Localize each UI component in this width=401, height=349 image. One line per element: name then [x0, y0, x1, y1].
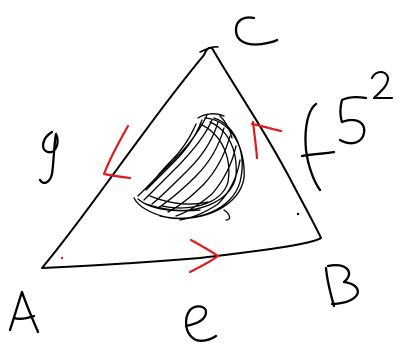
dot-left — [60, 256, 64, 260]
dot-right — [296, 212, 300, 216]
label-side-a — [38, 130, 59, 184]
red-mark-right — [250, 120, 283, 160]
label-side-e — [184, 305, 218, 342]
label-exponent-base — [338, 96, 368, 145]
label-b — [324, 263, 359, 308]
triangle-outline — [41, 46, 322, 269]
label-c — [234, 16, 279, 46]
red-mark-bottom — [188, 238, 220, 274]
label-side-right — [300, 102, 336, 192]
label-exponent-power — [370, 70, 394, 100]
red-mark-left — [102, 124, 132, 180]
label-a-vertex — [8, 290, 40, 334]
triangle-apex-tick — [199, 46, 219, 53]
scribble-shape — [133, 113, 245, 221]
